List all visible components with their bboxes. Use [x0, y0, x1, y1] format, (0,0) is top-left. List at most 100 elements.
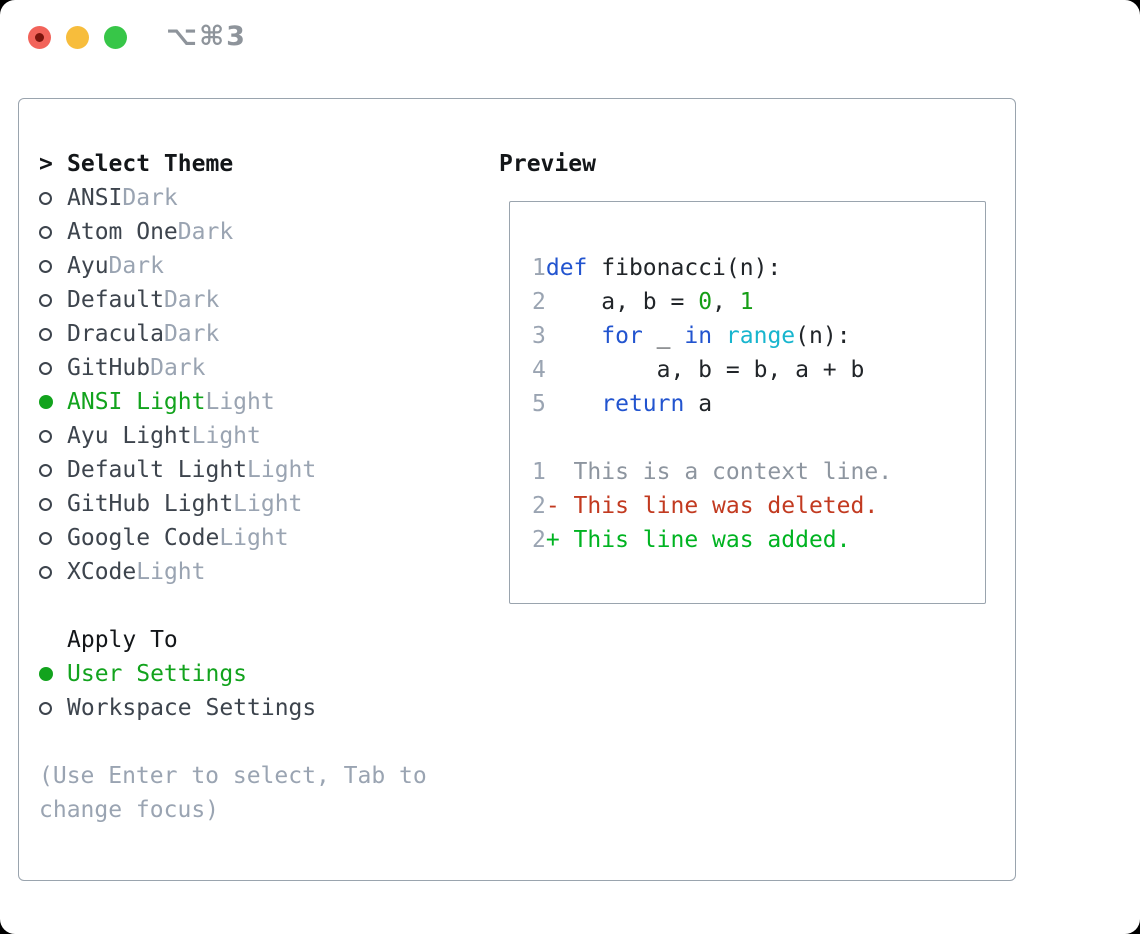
radio-selected-icon [39, 667, 67, 681]
theme-option-default-light[interactable]: Default Light Light [39, 453, 484, 487]
focus-arrow-icon: > [39, 151, 53, 177]
diff-text: This is a context line. [545, 459, 893, 485]
theme-name: Google Code [67, 525, 220, 551]
code-line: 5 return a [532, 387, 985, 421]
diff-text: + This line was added. [545, 527, 851, 553]
code-token [712, 319, 726, 353]
theme-variant: Dark [150, 355, 206, 381]
radio-unselected-icon [39, 259, 67, 273]
line-number: 1 [532, 255, 546, 281]
theme-option-ayu-light[interactable]: Ayu Light Light [39, 419, 484, 453]
code-token: (n): [795, 323, 851, 349]
theme-variant: Dark [177, 219, 234, 245]
radio-unselected-icon [39, 531, 67, 545]
spacer-row [532, 421, 985, 455]
apply-to-label: Apply To [67, 627, 178, 653]
code-token [546, 319, 601, 353]
code-token: 1 [739, 289, 754, 315]
line-number: 2 [532, 527, 546, 553]
theme-name: Ayu Light [67, 423, 192, 449]
code-token [546, 387, 601, 421]
code-token: def [545, 255, 588, 281]
radio-unselected-icon [39, 463, 67, 477]
theme-name: GitHub [67, 355, 151, 381]
theme-name: Default [67, 287, 164, 313]
code-token: a [684, 391, 713, 417]
window-title: ⌥⌘3 [166, 21, 247, 52]
theme-name: ANSI [67, 185, 123, 211]
code-line: 3 for _ in range(n): [532, 319, 985, 353]
theme-option-default[interactable]: Default Dark [39, 283, 484, 317]
line-number: 1 [532, 459, 546, 485]
radio-selected-icon [39, 395, 67, 409]
close-button[interactable] [28, 26, 51, 49]
code-line: 2 a, b = 0, 1 [532, 285, 985, 319]
theme-option-ansi[interactable]: ANSI Dark [39, 181, 484, 215]
theme-variant: Dark [108, 253, 164, 279]
theme-option-google-code[interactable]: Google Code Light [39, 521, 484, 555]
theme-variant: Dark [122, 185, 178, 211]
theme-option-ayu[interactable]: Ayu Dark [39, 249, 484, 283]
radio-unselected-icon [39, 429, 67, 443]
diff-text: - This line was deleted. [545, 493, 879, 519]
spacer-row [39, 589, 484, 623]
apply-to-header: Apply To [39, 623, 484, 657]
radio-unselected-icon [39, 225, 67, 239]
line-number: 4 [532, 357, 546, 383]
theme-option-atom-one[interactable]: Atom One Dark [39, 215, 484, 249]
theme-option-xcode[interactable]: XCode Light [39, 555, 484, 589]
code-line: 4 a, b = b, a + b [532, 353, 985, 387]
zoom-button[interactable] [104, 26, 127, 49]
line-number: 3 [532, 323, 546, 349]
theme-variant: Light [191, 423, 261, 449]
code-token: fibonacci(n): [587, 255, 782, 281]
minimize-button[interactable] [66, 26, 89, 49]
code-token: for [601, 323, 643, 349]
radio-unselected-icon [39, 327, 67, 341]
code-token: in [684, 323, 713, 349]
theme-variant: Light [136, 559, 206, 585]
theme-option-github-light[interactable]: GitHub Light Light [39, 487, 484, 521]
theme-name: Ayu [67, 253, 109, 279]
theme-variant: Light [233, 491, 303, 517]
preview-header: Preview [499, 147, 1009, 181]
code-token: 0 [698, 289, 713, 315]
theme-variant: Light [219, 525, 289, 551]
theme-option-github[interactable]: GitHub Dark [39, 351, 484, 385]
apply-option-name: Workspace Settings [67, 695, 317, 721]
radio-unselected-icon [39, 701, 67, 715]
theme-name: ANSI Light [67, 389, 206, 415]
select-theme-label: Select Theme [67, 151, 234, 177]
theme-variant: Dark [163, 287, 220, 313]
theme-name: Dracula [67, 321, 164, 347]
diff-line-added: 2 + This line was added. [532, 523, 985, 557]
theme-name: GitHub Light [67, 491, 234, 517]
diff-line-context: 1 This is a context line. [532, 455, 985, 489]
theme-name: Atom One [67, 219, 178, 245]
theme-name: XCode [67, 559, 137, 585]
hint-text: (Use Enter to select, Tab to change focu… [39, 763, 427, 823]
line-number: 2 [532, 289, 546, 315]
apply-option-workspace-settings[interactable]: Workspace Settings [39, 691, 484, 725]
theme-variant: Light [247, 457, 317, 483]
code-token: a, b = b, a + b [545, 357, 865, 383]
theme-option-dracula[interactable]: Dracula Dark [39, 317, 484, 351]
radio-unselected-icon [39, 565, 67, 579]
radio-unselected-icon [39, 361, 67, 375]
theme-variant: Dark [163, 321, 220, 347]
code-token: , [712, 289, 740, 315]
code-line: 1 def fibonacci(n): [532, 251, 985, 285]
preview-label: Preview [499, 151, 596, 177]
theme-variant: Light [205, 389, 275, 415]
theme-name: Default Light [67, 457, 248, 483]
apply-option-user-settings[interactable]: User Settings [39, 657, 484, 691]
theme-option-ansi-light[interactable]: ANSI Light Light [39, 385, 484, 419]
select-theme-header: > Select Theme [39, 147, 484, 181]
diff-line-deleted: 2 - This line was deleted. [532, 489, 985, 523]
code-token: range [725, 323, 796, 349]
